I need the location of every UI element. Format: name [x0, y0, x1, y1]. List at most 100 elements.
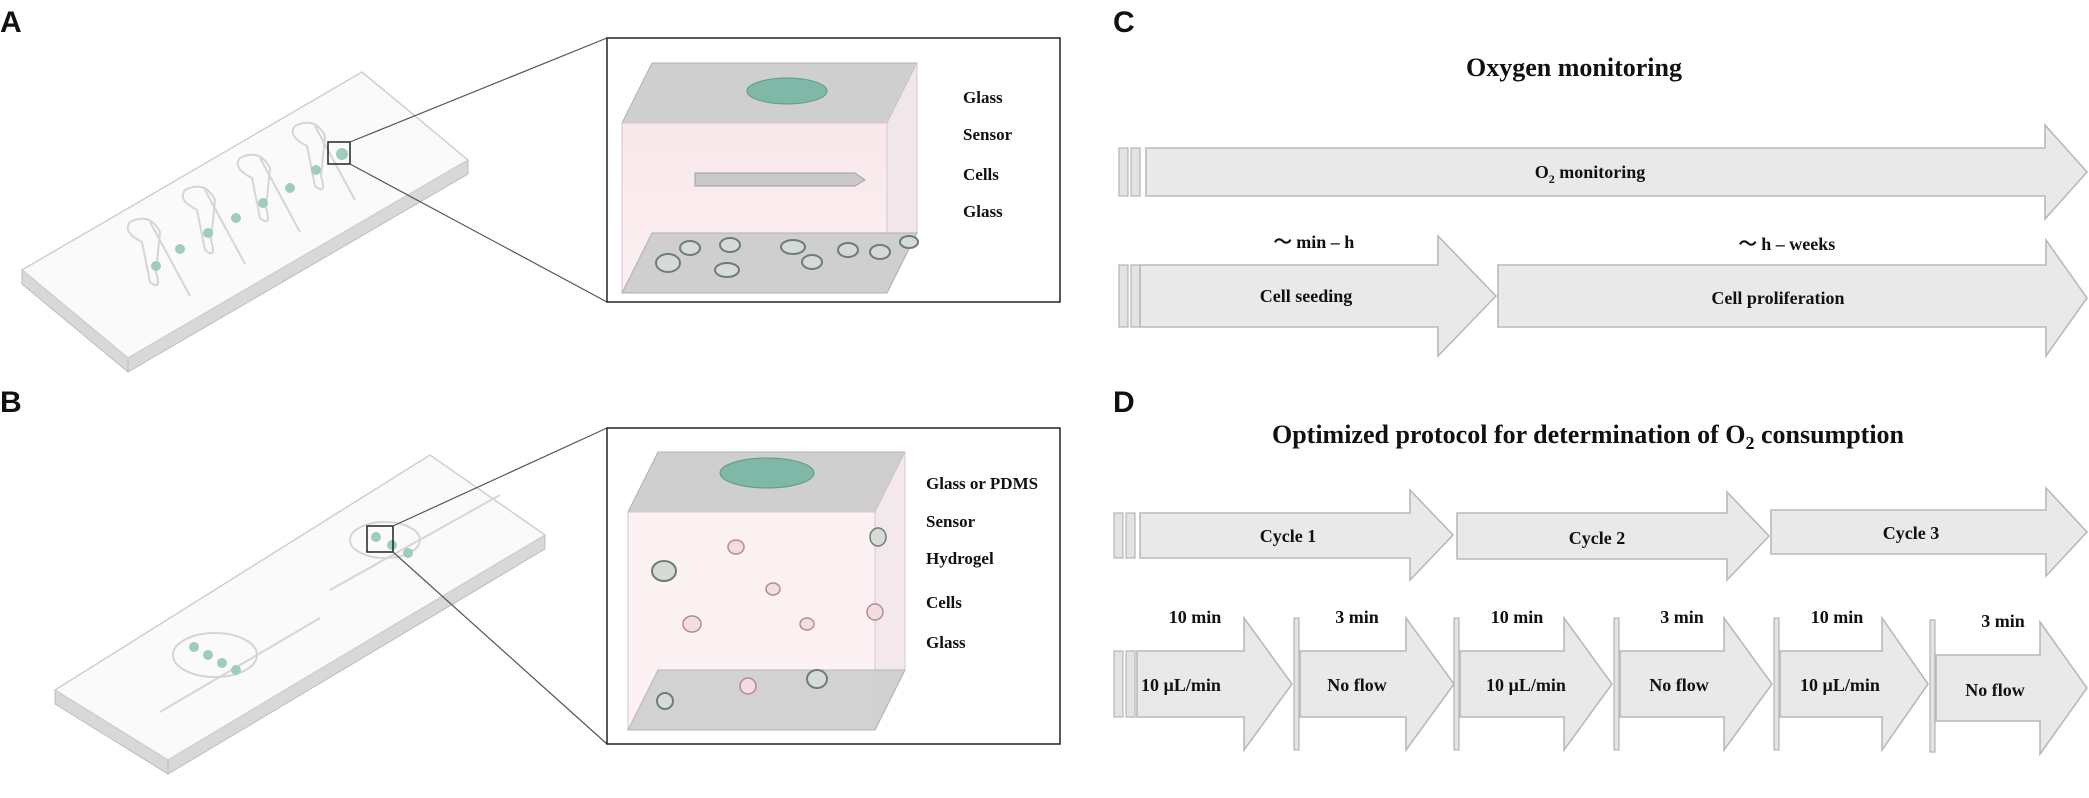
inset-a-layer-label-3: Cells	[963, 165, 999, 184]
panel-d-step-3-arrow	[1459, 615, 1613, 753]
panel-c-start-bar-1	[1118, 147, 1129, 197]
inset-a-flow-arrow	[694, 172, 866, 187]
chip-b-chamber-2	[349, 521, 421, 559]
panel-d-step-5-duration: 10 min	[1811, 607, 1864, 627]
inset-a-layer-label-4: Glass	[963, 202, 1003, 221]
chip-b-zoom-line-bottom	[392, 551, 608, 745]
panel-d-step-6-duration: 3 min	[1981, 611, 2025, 631]
chip-b-chamber-1	[172, 632, 258, 678]
panel-c-start-bar-2	[1130, 147, 1141, 197]
inset-a-layer-label-1: Glass	[963, 88, 1003, 107]
panel-c-phase-2-duration: ～ h – weeks	[1739, 234, 1836, 254]
chip-a-top	[20, 71, 470, 359]
inset-a: Glass Sensor Cells Glass	[606, 37, 1061, 303]
panel-d-step-2-label: No flow	[1327, 675, 1387, 695]
panel-c-phase-2-label: Cell proliferation	[1711, 288, 1844, 308]
inset-b-layer-label-4: Cells	[926, 593, 962, 612]
panel-d-step-1-duration: 10 min	[1169, 607, 1222, 627]
chip-a-spot-7	[311, 165, 321, 175]
panel-c-phase-row: ～ min – h Cell seeding ～ h – weeks Cell …	[1118, 232, 2088, 359]
chip-b-spot-7	[403, 548, 413, 558]
inset-b: Glass or PDMS Sensor Hydrogel Cells Glas…	[606, 427, 1061, 745]
chip-b-spot-3	[217, 658, 227, 668]
panel-d-step-1-label: 10 µL/min	[1141, 675, 1221, 695]
panel-d-step-4-duration: 3 min	[1660, 607, 1704, 627]
inset-b-layer-label-1: Glass or PDMS	[926, 474, 1038, 493]
inset-b-cells	[651, 527, 887, 710]
panel-d-cycle-1-label: Cycle 1	[1260, 526, 1316, 546]
chip-a-spot-2	[175, 244, 185, 254]
panel-c-o2-row: O2 monitoring	[1118, 122, 2089, 222]
panel-d-step-3-label: 10 µL/min	[1486, 675, 1566, 695]
inset-a-sensor-spot	[746, 77, 828, 105]
panel-letter-a: A	[0, 6, 22, 39]
inset-a-cells	[655, 235, 919, 278]
panel-d-step-sep-5	[1929, 619, 1936, 753]
panel-d-step-4-label: No flow	[1649, 675, 1709, 695]
chip-a-spot-4	[231, 213, 241, 223]
panel-letter-b: B	[0, 386, 22, 419]
chip-b-spot-2	[203, 650, 213, 660]
panel-d-step-6-arrow	[1935, 619, 2088, 757]
panel-d-step-5-arrow	[1779, 615, 1929, 753]
chip-a-zoom-box	[327, 141, 351, 165]
chip-b-spot-6	[387, 540, 397, 550]
chip-b-zoom-line-top	[392, 427, 608, 527]
panel-d-cycle-bar-2	[1125, 512, 1136, 559]
inset-b-layer-label-5: Glass	[926, 633, 966, 652]
panel-c-o2-arrow	[1145, 122, 2089, 222]
chip-a-spot-1	[151, 261, 161, 271]
panel-c-phase-1-label: Cell seeding	[1260, 286, 1353, 306]
inset-b-layer-label-2: Sensor	[926, 512, 976, 531]
panel-d-step-sep-2	[1453, 617, 1460, 751]
panel-d-cycle-bar-1	[1113, 512, 1124, 559]
chip-a-channels	[126, 121, 356, 297]
chip-a-spot-3	[203, 228, 213, 238]
panel-d-title: Optimized protocol for determination of …	[1272, 420, 1905, 453]
panel-d-step-sep-1	[1293, 617, 1300, 751]
chip-b-spot-5	[371, 532, 381, 542]
chip-a-spot-5	[258, 198, 268, 208]
panel-d-cycle-3-arrow	[1770, 485, 2089, 579]
chip-a-zoom-line-bottom	[349, 163, 608, 303]
panel-d-cycle-1-arrow	[1139, 488, 1455, 582]
chip-b-channel-1	[159, 617, 321, 713]
inset-b-sensor-spot	[719, 457, 815, 489]
chip-a	[20, 37, 608, 374]
panel-d-step-sep-3	[1613, 617, 1620, 751]
panel-c-phase-bar-2	[1130, 264, 1141, 328]
panel-c-o2-label: O2 monitoring	[1535, 162, 1646, 186]
panel-d-step-1-arrow	[1136, 615, 1293, 753]
panel-d-step-bar-a	[1113, 650, 1124, 718]
chip-b-top	[53, 454, 547, 761]
panel-d-cycle-3-label: Cycle 3	[1883, 523, 1939, 543]
panel-c-title: Oxygen monitoring	[1466, 53, 1682, 82]
panel-d-step-4-arrow	[1619, 615, 1773, 753]
panel-d-step-2-arrow	[1299, 615, 1455, 753]
chip-b	[53, 427, 608, 775]
panel-d-cycle-2-label: Cycle 2	[1569, 528, 1625, 548]
panel-c-proliferation-arrow	[1497, 237, 2088, 359]
inset-b-layer-label-3: Hydrogel	[926, 549, 994, 568]
panel-c-seeding-arrow	[1139, 234, 1498, 358]
inset-b-glass-bottom	[627, 669, 906, 731]
chip-b-spot-4	[231, 665, 241, 675]
panel-d-step-bar-b	[1125, 650, 1136, 718]
panel-d-step-6-label: No flow	[1965, 680, 2025, 700]
chip-b-spot-1	[189, 642, 199, 652]
panel-d-step-3-duration: 10 min	[1491, 607, 1544, 627]
panel-d-step-2-duration: 3 min	[1335, 607, 1379, 627]
panel-d-cycle-2-arrow	[1456, 490, 1771, 582]
chip-a-spot-6	[285, 183, 295, 193]
chip-b-zoom-box	[366, 525, 394, 553]
panel-d-step-5-label: 10 µL/min	[1800, 675, 1880, 695]
panel-c-phase-bar-1	[1118, 264, 1129, 328]
panel-d-step-sep-4	[1773, 617, 1780, 751]
inset-a-layer-label-2: Sensor	[963, 125, 1013, 144]
panel-c-phase-1-duration: ～ min – h	[1274, 232, 1355, 252]
chip-a-zoom-line-top	[349, 37, 608, 143]
panel-d-cycle-row: Cycle 1 Cycle 2 Cycle 3	[1113, 485, 2089, 582]
chip-a-spot-8	[336, 148, 348, 160]
panel-letter-d: D	[1113, 386, 1135, 419]
